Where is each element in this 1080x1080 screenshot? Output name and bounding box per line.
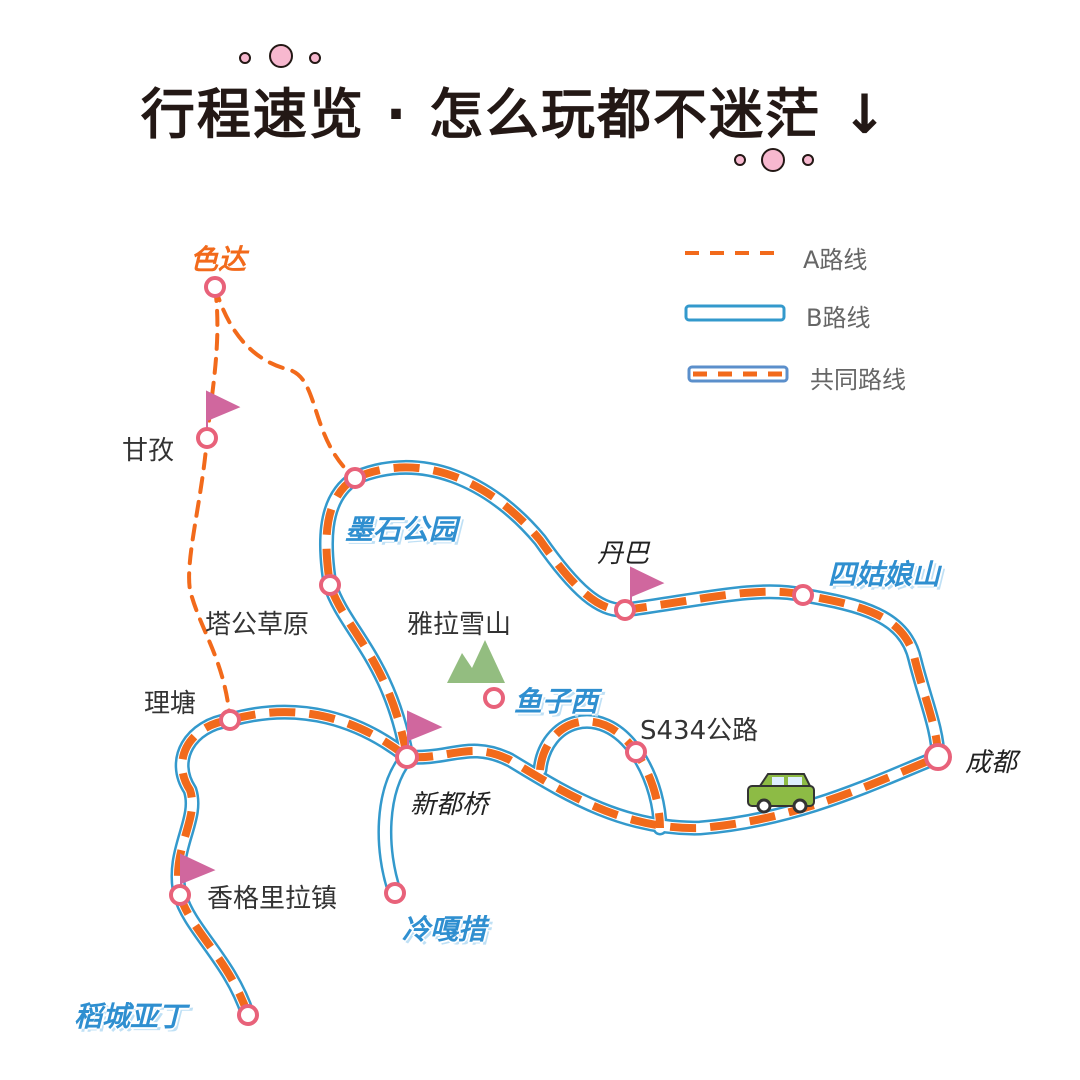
legend-route-b: B路线 [806,304,871,332]
label-xinduqiao: 新都桥 [410,790,489,820]
node-tagong [319,574,341,596]
node-ganzi [196,427,218,449]
route-a-only [187,285,357,722]
label-s434: S434公路 [640,716,759,746]
shared-route-dash [536,717,664,829]
nodes [169,276,952,1026]
label-seda: 色达 [190,243,247,276]
legend-swatches [684,251,789,383]
label-yuzixi: 鱼子西 [514,685,599,718]
label-moshi: 墨石公园 [345,513,458,546]
node-moshi [344,467,366,489]
arrow-down-icon: ↓ [841,83,890,146]
node-s434 [625,741,647,763]
shared-route-dash [353,463,942,758]
node-lenggacuo [384,882,406,904]
label-siguniang: 四姑娘山 [828,558,941,591]
label-daocheng: 稻城亚丁 [74,1000,187,1033]
label-tagong: 塔公草原 [205,610,310,640]
node-chengdu [924,743,952,771]
node-litang [219,709,241,731]
node-siguniang [792,584,814,606]
flag-icons [180,390,665,890]
label-chengdu: 成都 [965,748,1018,778]
flag-icon [630,566,665,606]
route-p7 [379,752,412,898]
decor-dots [239,44,814,172]
label-ganzi: 甘孜 [122,436,175,466]
shared-route-dash [174,716,252,1017]
node-daocheng [237,1004,259,1026]
node-yuzixi [483,687,505,709]
shared-route-dash [406,747,940,833]
node-xinduqiao [395,745,419,769]
label-yala: 雅拉雪山 [407,610,512,640]
mountain-icon [447,640,505,683]
legend-shared-route: 共同路线 [810,366,906,394]
label-shangrila: 香格里拉镇 [207,884,338,914]
legend-route-a: A路线 [803,246,868,274]
flag-icon [407,710,443,752]
shared-route-dash [228,708,410,761]
node-seda [204,276,226,298]
label-danba: 丹巴 [597,539,650,569]
page-title: 行程速览 · 怎么玩都不迷茫 ↓ [0,70,1030,149]
title-text: 行程速览 · 怎么玩都不迷茫 [140,83,822,146]
car-icon [747,773,815,814]
node-shangrila [169,884,191,906]
node-danba [614,599,636,621]
label-lenggacuo: 冷嘎措 [402,913,487,946]
flag-icon [206,390,241,430]
label-litang: 理塘 [144,689,197,719]
